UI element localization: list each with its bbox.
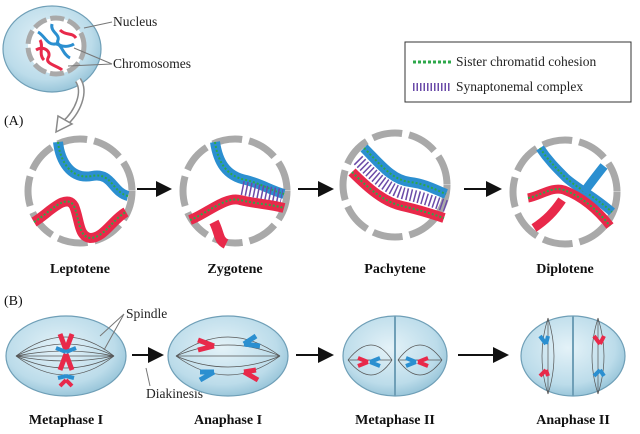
overview-cell [2,5,113,93]
diakinesis-callout: Diakinesis [146,386,203,401]
cell-metaphase-ii [342,315,448,397]
chromosomes-callout: Chromosomes [113,56,191,71]
legend-label-synaptonemal: Synaptonemal complex [456,79,583,94]
overview-nucleus [25,15,87,77]
cell-metaphase-i [5,315,127,397]
label-zygotene: Zygotene [207,262,262,277]
nucleus-zygotene [179,135,291,249]
label-pachytene: Pachytene [364,262,425,277]
label-leptotene: Leptotene [50,262,110,277]
legend-item-synaptonemal: Synaptonemal complex [413,79,583,94]
cell-anaphase-ii [520,315,626,397]
label-diplotene: Diplotene [536,262,594,277]
nucleus-callout: Nucleus [113,14,157,29]
label-anaphase-ii: Anaphase II [536,413,610,428]
label-anaphase-i: Anaphase I [194,413,262,428]
cell-anaphase-i [167,315,289,397]
label-metaphase-ii: Metaphase II [355,413,435,428]
legend-item-cohesion: Sister chromatid cohesion [413,54,596,69]
nucleus-leptotene [24,135,136,247]
part-a-label: (A) [4,114,24,129]
nucleus-pachytene [339,129,451,241]
nucleus-diplotene [509,136,621,248]
spindle-callout: Spindle [126,306,167,321]
part-b-label: (B) [4,294,23,309]
legend: Sister chromatid cohesion Synaptonemal c… [404,41,632,103]
label-metaphase-i: Metaphase I [29,413,103,428]
legend-label-cohesion: Sister chromatid cohesion [456,54,596,69]
